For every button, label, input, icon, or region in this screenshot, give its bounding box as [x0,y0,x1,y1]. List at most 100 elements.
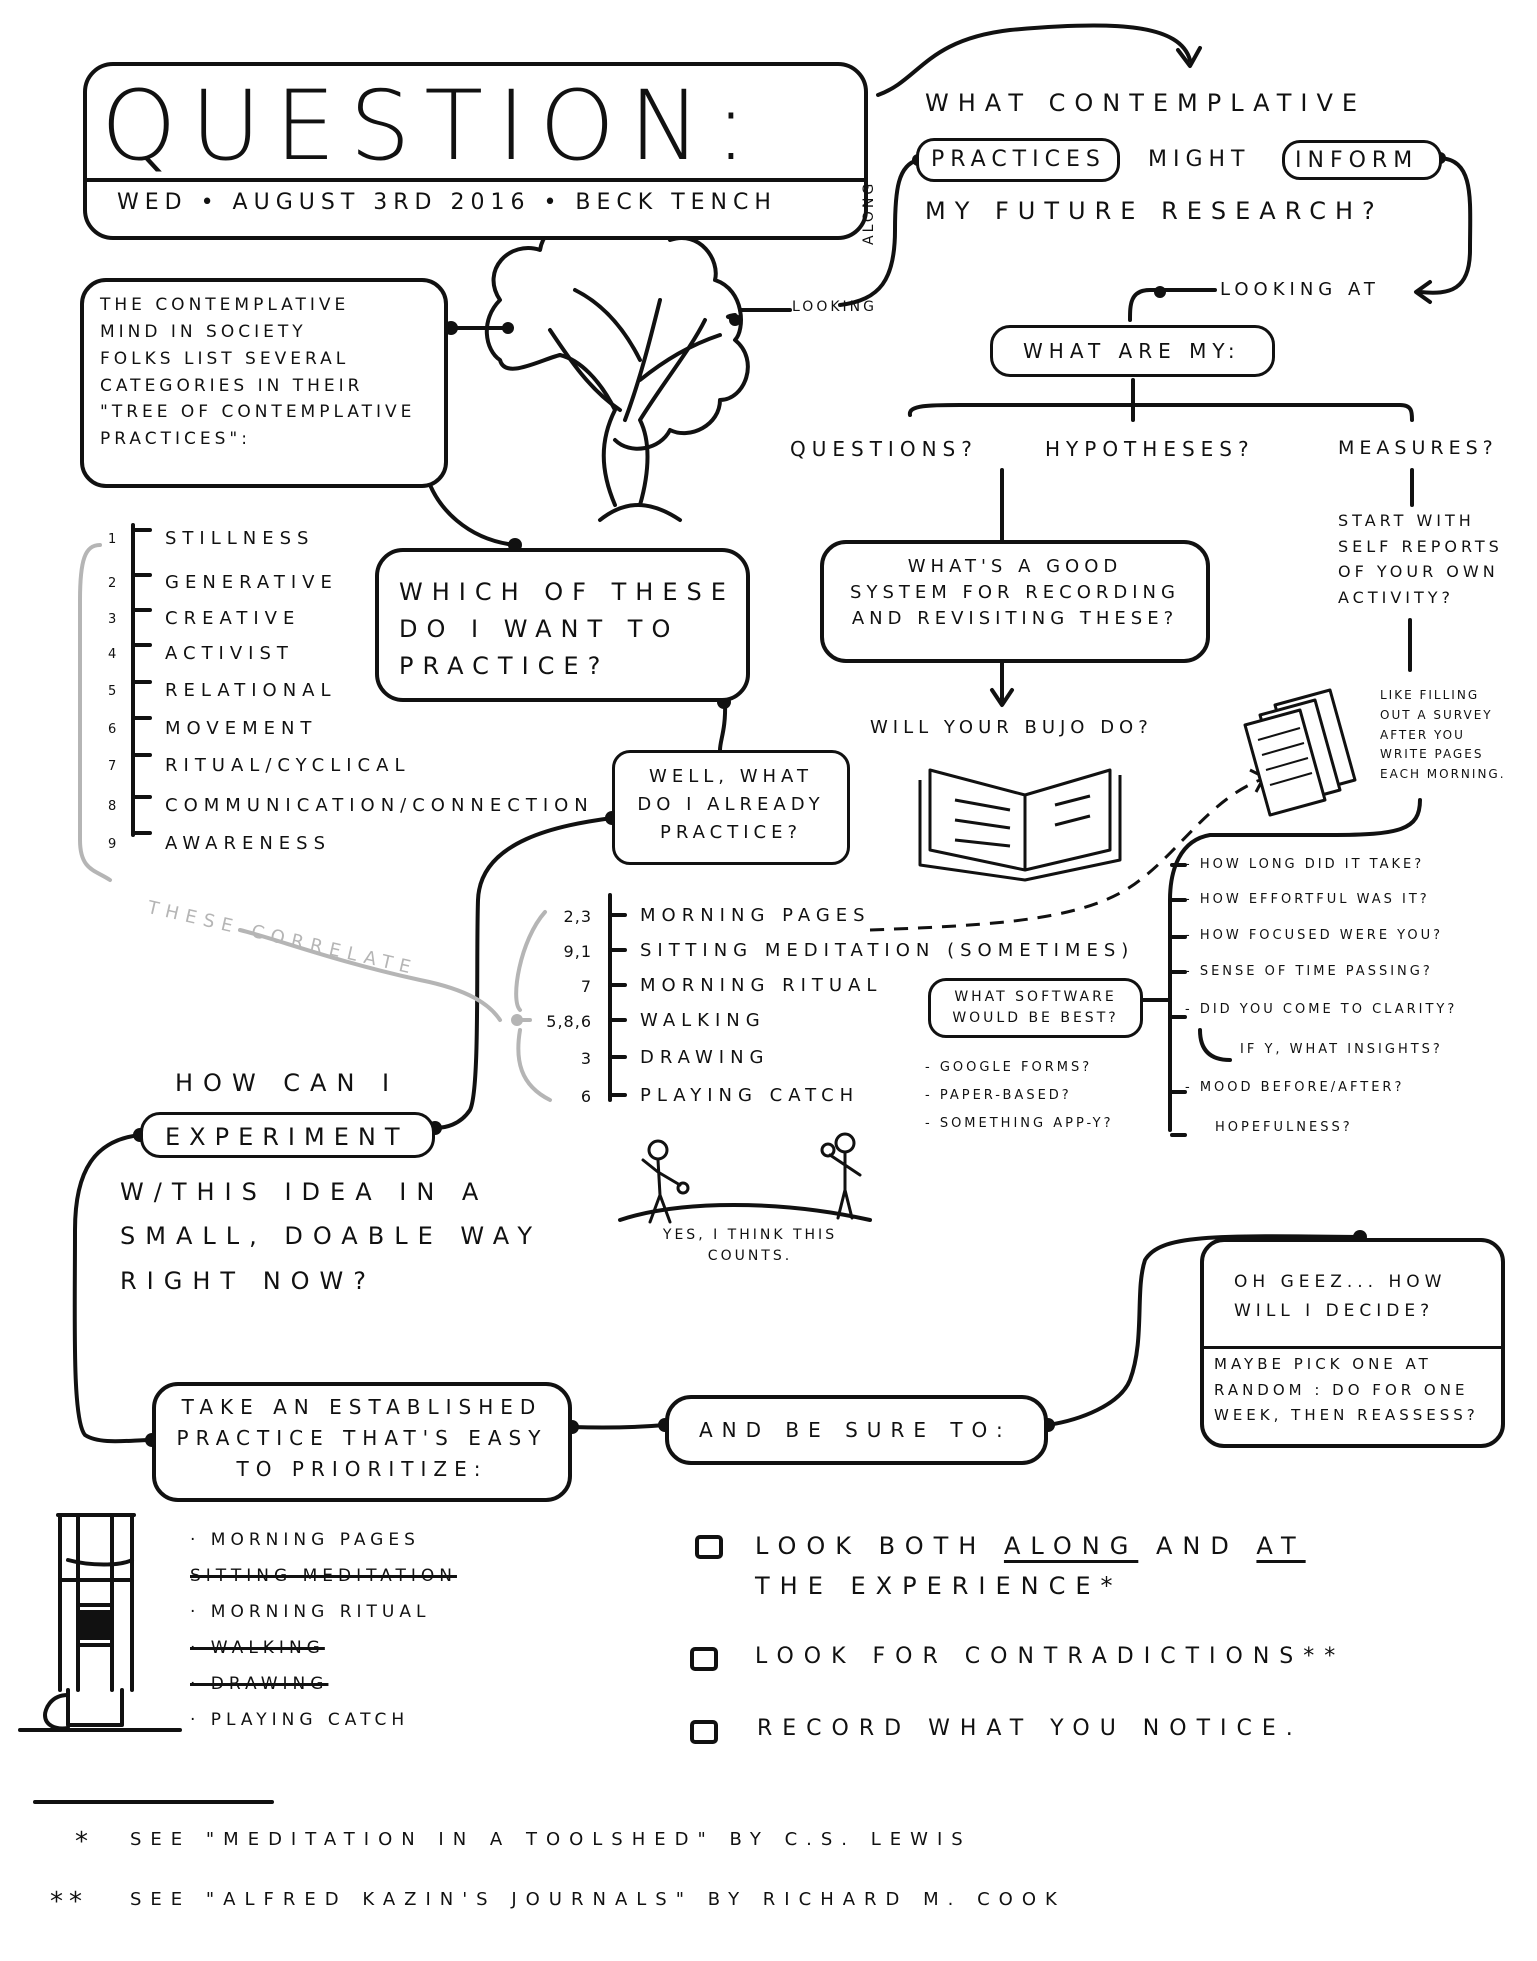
category-number: 1 [108,532,118,547]
take-box: TAKE AN ESTABLISHED PRACTICE THAT'S EASY… [152,1382,572,1502]
practice-category-numbers: 7 [580,977,592,996]
bujo-question: WILL YOUR BUJO DO? [870,717,1153,738]
looking-along-label: LOOKING [792,299,877,315]
looking-at-label: LOOKING AT [1220,279,1380,300]
category-label: COMMUNICATION/CONNECTION [165,795,594,816]
category-number: 6 [108,722,118,737]
title-text: QUESTION: [101,70,762,176]
category-label: STILLNESS [165,528,315,549]
survey-question: - SENSE OF TIME PASSING? [1185,964,1433,979]
category-number: 4 [108,647,118,662]
footnote-2-text: SEE "ALFRED KAZIN'S JOURNALS" BY RICHARD… [130,1889,1066,1910]
practice-category-numbers: 2,3 [563,907,592,926]
survey-question: IF Y, WHAT INSIGHTS? [1240,1042,1443,1057]
software-option: - SOMETHING APP-Y? [925,1116,1114,1131]
experiment-box: EXPERIMENT [140,1112,435,1158]
software-options: - GOOGLE FORMS? - PAPER-BASED? - SOMETHING… [925,1060,1165,1150]
what-are-my-label: WHAT ARE MY: [1023,339,1241,363]
byline: WED • AUGUST 3RD 2016 • BECK TENCH [117,190,777,215]
checklist-item-1-line2: THE EXPERIENCE* [755,1572,1123,1600]
decide-divider [1204,1346,1501,1349]
which-box-text: WHICH OF THESE DO I WANT TO PRACTICE? [399,578,735,681]
practice-category-numbers: 5,8,6 [546,1012,592,1031]
practice-label: SITTING MEDITATION (SOMETIMES) [640,940,1135,961]
survey-questions-list: - HOW LONG DID IT TAKE? - HOW EFFORTFUL W… [1185,852,1525,1152]
category-number: 7 [108,759,118,774]
footnote-1-text: SEE "MEDITATION IN A TOOLSHED" BY C.S. L… [130,1829,972,1850]
software-option: - GOOGLE FORMS? [925,1060,1093,1075]
practice-category-numbers: 6 [580,1087,592,1106]
checklist-item-1-at: AT [1256,1532,1306,1560]
survey-question: - HOW FOCUSED WERE YOU? [1185,928,1444,943]
decide-bottom-text: MAYBE PICK ONE AT RANDOM : DO FOR ONE WE… [1214,1355,1479,1424]
survey-question: HOPEFULNESS? [1215,1120,1353,1135]
category-label: MOVEMENT [165,718,318,739]
checklist-item-2: LOOK FOR CONTRADICTIONS** [755,1644,1346,1669]
experiment-rest: W/THIS IDEA IN A SMALL, DOABLE WAY RIGHT… [120,1178,542,1295]
practice-category-numbers: 3 [580,1049,592,1068]
which-box: WHICH OF THESE DO I WANT TO PRACTICE? [375,548,750,702]
category-label: CREATIVE [165,608,301,629]
system-box: WHAT'S A GOOD SYSTEM FOR RECORDING AND R… [820,540,1210,663]
checkbox-2[interactable] [690,1647,718,1671]
software-option: - PAPER-BASED? [925,1088,1072,1103]
inform-label: INFORM [1295,148,1419,173]
checklist-item-1: LOOK BOTH ALONG AND AT [755,1533,1306,1559]
category-number: 3 [108,612,118,627]
practice-label: MORNING RITUAL [640,975,883,996]
system-text: WHAT'S A GOOD SYSTEM FOR RECORDING AND R… [850,556,1180,630]
survey-note: LIKE FILLING OUT A SURVEY AFTER YOU WRIT… [1380,688,1506,782]
already-box-text: WELL, WHAT DO I ALREADY PRACTICE? [637,766,825,843]
category-label: RITUAL/CYCLICAL [165,755,411,776]
survey-question: - DID YOU COME TO CLARITY? [1185,1002,1458,1017]
experiment-label: EXPERIMENT [165,1123,409,1151]
category-number: 5 [108,684,118,699]
self-reports-text: START WITH SELF REPORTS OF YOUR OWN ACTI… [1338,511,1503,607]
checklist-item-3: RECORD WHAT YOU NOTICE. [757,1716,1303,1741]
branch-measures: MEASURES? [1338,437,1498,459]
might-label: MIGHT [1148,147,1251,172]
category-label: RELATIONAL [165,680,337,701]
category-number: 2 [108,576,118,591]
practices-label: PRACTICES [931,147,1106,172]
survey-question: - HOW EFFORTFUL WAS IT? [1185,892,1430,907]
already-box: WELL, WHAT DO I ALREADY PRACTICE? [612,750,850,865]
branch-questions: QUESTIONS? [790,437,978,461]
practice-label: PLAYING CATCH [640,1085,860,1106]
what-are-my-box: WHAT ARE MY: [990,325,1275,377]
prioritize-item: · WALKING [190,1638,325,1658]
category-number: 9 [108,837,118,852]
category-number: 8 [108,799,118,814]
decide-top-text: OH GEEZ... HOW WILL I DECIDE? [1234,1272,1447,1321]
title-box: QUESTION: WED • AUGUST 3RD 2016 • BECK T… [83,62,868,240]
question-line1: WHAT CONTEMPLATIVE [925,89,1367,117]
title-divider [87,178,864,182]
practices-box: PRACTICES [916,138,1120,182]
checkbox-1[interactable] [695,1535,723,1559]
be-sure-box: AND BE SURE TO: [665,1395,1048,1465]
prioritize-item: · MORNING RITUAL [190,1602,431,1622]
practice-category-numbers: 9,1 [563,942,592,961]
along-label: ALONG [861,180,877,245]
prioritize-item: · PLAYING CATCH [190,1710,410,1730]
catch-caption: YES, I THINK THIS COUNTS. [662,1227,838,1264]
survey-question: - HOW LONG DID IT TAKE? [1185,857,1425,872]
practice-label: DRAWING [640,1047,770,1068]
branch-hypotheses: HYPOTHESES? [1045,437,1255,461]
practice-label: MORNING PAGES [640,905,871,926]
be-sure-text: AND BE SURE TO: [699,1418,1012,1442]
survey-question: - MOOD BEFORE/AFTER? [1185,1080,1405,1095]
checklist: LOOK BOTH ALONG AND AT THE EXPERIENCE* L… [685,1525,1385,1755]
checklist-item-1-pre: LOOK BOTH [755,1532,1004,1560]
prioritize-item: · DRAWING [190,1674,329,1694]
software-box: WHAT SOFTWARE WOULD BE BEST? [928,978,1143,1038]
checkbox-3[interactable] [690,1720,718,1744]
decide-box: OH GEEZ... HOW WILL I DECIDE? MAYBE PICK… [1200,1238,1505,1448]
category-label: AWARENESS [165,833,332,854]
how-can-i-label: HOW CAN I [175,1069,400,1097]
category-label: GENERATIVE [165,572,338,593]
software-box-text: WHAT SOFTWARE WOULD BE BEST? [952,989,1119,1026]
checklist-item-1-along: ALONG [1003,1532,1139,1560]
